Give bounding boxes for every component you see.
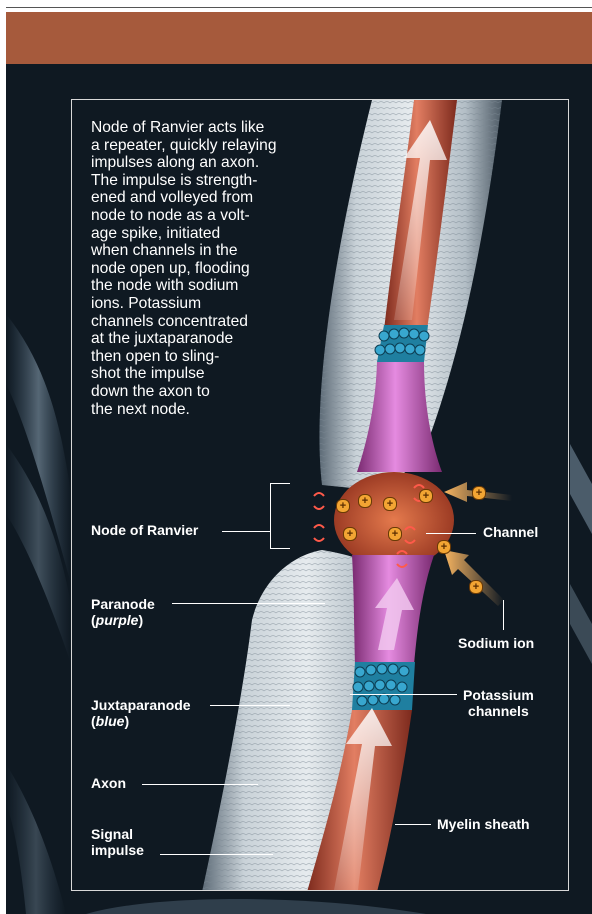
label-signal-line2: impulse xyxy=(91,842,144,858)
leader-axon xyxy=(142,784,258,785)
label-signal-impulse: Signal impulse xyxy=(91,826,144,858)
caption-text: Node of Ranvier acts like a repeater, qu… xyxy=(91,119,321,418)
caption-line: impulses along an axon. xyxy=(91,154,321,172)
label-paranode-color: (purple) xyxy=(91,612,155,628)
top-rule xyxy=(6,7,592,8)
label-potassium-channels: Potassium channels xyxy=(463,687,534,719)
caption-line: the next node. xyxy=(91,401,321,419)
bracket-bottom xyxy=(270,548,290,549)
caption-line: Node of Ranvier acts like xyxy=(91,119,321,137)
caption-line: shot the impulse xyxy=(91,365,321,383)
caption-line: ions. Potassium xyxy=(91,295,321,313)
label-myelin-sheath: Myelin sheath xyxy=(437,816,530,832)
sodium-ion: + xyxy=(343,527,357,541)
leader-sodium-ion xyxy=(503,600,504,630)
sodium-ion: + xyxy=(383,497,397,511)
caption-line: when channels in the xyxy=(91,242,321,260)
leader-node-of-ranvier xyxy=(222,531,270,532)
label-potassium-line2: channels xyxy=(463,703,534,719)
juxtaparanode-color-word: blue xyxy=(96,713,125,729)
leader-potassium-channels xyxy=(350,694,457,695)
paren-close: ) xyxy=(124,713,129,729)
leader-signal-impulse xyxy=(160,854,273,855)
label-sodium-ion: Sodium ion xyxy=(458,635,534,651)
caption-line: node open up, flooding xyxy=(91,260,321,278)
caption-line: at the juxtaparanode xyxy=(91,330,321,348)
caption-line: node to node as a volt- xyxy=(91,207,321,225)
leader-juxtaparanode xyxy=(210,705,290,706)
sodium-ion: + xyxy=(419,489,433,503)
sodium-ion: + xyxy=(336,499,350,513)
sodium-ion: + xyxy=(472,486,486,500)
label-paranode: Paranode (purple) xyxy=(91,596,155,628)
label-paranode-name: Paranode xyxy=(91,596,155,612)
label-node-of-ranvier: Node of Ranvier xyxy=(91,522,198,538)
caption-line: down the axon to xyxy=(91,383,321,401)
label-juxtaparanode: Juxtaparanode (blue) xyxy=(91,697,191,729)
node-of-ranvier xyxy=(334,472,454,568)
bracket-top xyxy=(270,483,290,484)
leader-paranode xyxy=(172,603,325,604)
leader-myelin-sheath xyxy=(395,824,431,825)
label-signal-line1: Signal xyxy=(91,826,144,842)
header-band xyxy=(6,12,592,64)
caption-line: a repeater, quickly relaying xyxy=(91,137,321,155)
bracket-node-of-ranvier xyxy=(270,483,271,549)
leader-channel xyxy=(426,533,476,534)
label-channel: Channel xyxy=(483,524,538,540)
label-juxtaparanode-name: Juxtaparanode xyxy=(91,697,191,713)
paranode-color-word: purple xyxy=(96,612,139,628)
caption-line: age spike, initiated xyxy=(91,225,321,243)
label-axon: Axon xyxy=(91,775,126,791)
caption-line: then open to sling- xyxy=(91,348,321,366)
label-potassium-line1: Potassium xyxy=(463,687,534,703)
sodium-ion: + xyxy=(437,540,451,554)
label-juxtaparanode-color: (blue) xyxy=(91,713,191,729)
sodium-ion: + xyxy=(388,527,402,541)
sodium-ion: + xyxy=(469,580,483,594)
caption-line: the node with sodium xyxy=(91,277,321,295)
caption-line: The impulse is strength- xyxy=(91,172,321,190)
caption-line: channels concentrated xyxy=(91,313,321,331)
caption-line: ened and volleyed from xyxy=(91,189,321,207)
paren-close: ) xyxy=(138,612,143,628)
sodium-ion: + xyxy=(358,494,372,508)
